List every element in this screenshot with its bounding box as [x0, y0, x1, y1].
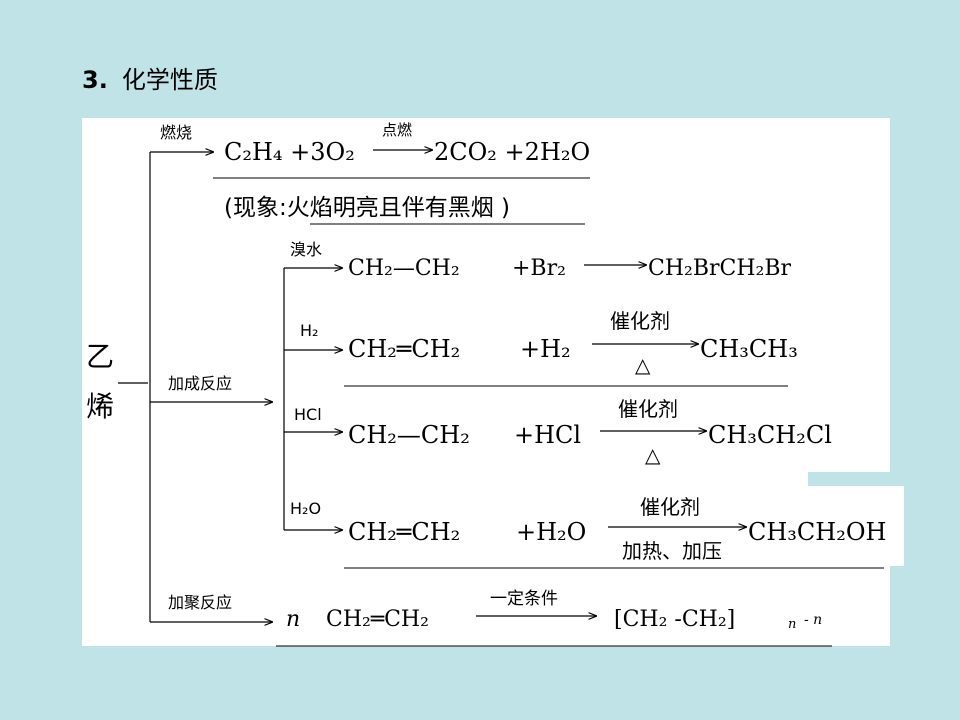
rxn2-lhs: CH₂═CH₂	[348, 335, 460, 363]
rxn4-rhs: CH₃CH₂OH	[748, 518, 886, 546]
combustion-lhs: C₂H₄ +3O₂	[224, 138, 355, 166]
rxn2-reagent: +H₂	[520, 335, 571, 363]
rxn1-label: 溴水	[290, 240, 322, 259]
rxn4-condition-bottom: 加热、加压	[622, 539, 722, 563]
panel-extension	[890, 486, 904, 566]
rxn3-lhs: CH₂—CH₂	[348, 421, 470, 449]
rxn2-rhs: CH₃CH₃	[700, 335, 798, 363]
polymerization-label: 加聚反应	[168, 593, 232, 612]
rxn3-label: HCl	[294, 405, 322, 424]
addition-label: 加成反应	[168, 374, 232, 393]
polymer-product: [CH₂ -CH₂]	[614, 607, 735, 632]
polymer-n: n	[286, 607, 300, 632]
section-heading: 3. 化学性质	[82, 60, 218, 95]
combustion-rhs: 2CO₂ +2H₂O	[434, 138, 590, 166]
rxn1-lhs: CH₂—CH₂	[348, 256, 460, 281]
rxn3-rhs: CH₃CH₂Cl	[708, 421, 832, 449]
panel-extension-bottom	[830, 566, 890, 646]
combustion-condition: 点燃	[382, 121, 412, 139]
polymer-tail: - n	[804, 612, 822, 628]
polymer-condition: 一定条件	[490, 589, 558, 609]
rxn2-condition-top: 催化剂	[610, 309, 670, 333]
rxn1-rhs: CH₂BrCH₂Br	[648, 256, 792, 281]
rxn4-condition-top: 催化剂	[640, 495, 700, 519]
root-char-1: 乙	[86, 340, 114, 373]
rxn2-condition-bottom: △	[635, 353, 651, 377]
rxn4-label: H₂O	[290, 499, 321, 518]
rxn3-reagent: +HCl	[514, 421, 581, 449]
panel-notch	[808, 472, 890, 486]
rxn1-reagent: +Br₂	[512, 256, 566, 281]
rxn4-lhs: CH₂═CH₂	[348, 518, 460, 546]
rxn3-condition-bottom: △	[645, 443, 661, 467]
root-char-2: 烯	[86, 390, 114, 423]
rxn2-label: H₂	[300, 321, 318, 340]
diagram-panel	[82, 118, 890, 646]
combustion-label: 燃烧	[160, 123, 192, 142]
polymer-subscript: n	[788, 617, 796, 632]
section-number: 3.	[82, 66, 108, 94]
rxn3-condition-top: 催化剂	[618, 397, 678, 421]
combustion-phenomenon: (现象:火焰明亮且伴有黑烟 )	[224, 195, 510, 221]
section-title: 化学性质	[121, 66, 218, 94]
polymer-monomer: CH₂═CH₂	[326, 607, 429, 632]
rxn4-reagent: +H₂O	[516, 518, 586, 546]
